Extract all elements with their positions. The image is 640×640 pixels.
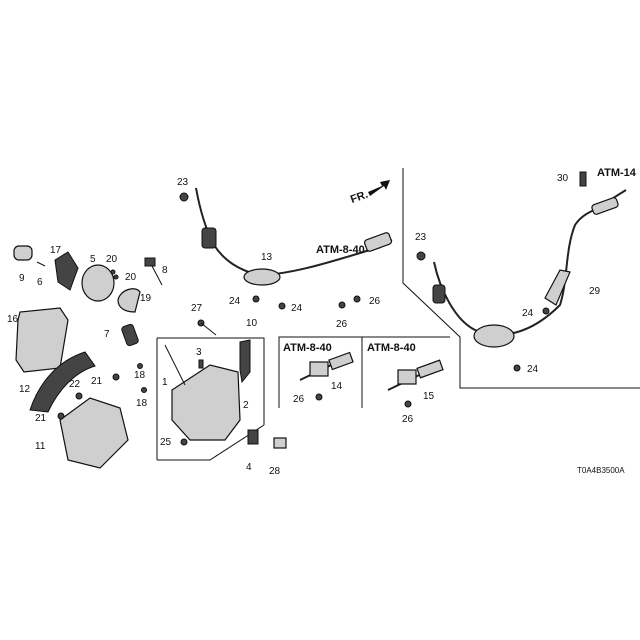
callout-27: 27 xyxy=(191,303,203,314)
callout-13: 13 xyxy=(261,252,273,263)
callout-1: 1 xyxy=(162,377,168,388)
callout-24: 24 xyxy=(291,303,303,314)
callout-atm-8-40: ATM-8-40 xyxy=(283,342,332,354)
callout-30: 30 xyxy=(557,173,569,184)
callout-28: 28 xyxy=(269,466,281,477)
callout-22: 22 xyxy=(69,379,81,390)
callout-24: 24 xyxy=(522,308,534,319)
callout-26: 26 xyxy=(369,296,381,307)
callout-21: 21 xyxy=(35,413,47,424)
callout-26: 26 xyxy=(336,319,348,330)
callout-23: 23 xyxy=(177,177,189,188)
callout-4: 4 xyxy=(246,462,252,473)
shifter-assembly-10 xyxy=(164,319,287,449)
callout-20: 20 xyxy=(106,254,118,265)
front-label: FR. xyxy=(349,189,370,206)
callout-atm-8-40: ATM-8-40 xyxy=(316,244,365,256)
callout-29: 29 xyxy=(589,286,601,297)
diagram-code: T0A4B3500A xyxy=(577,466,625,475)
callout-17: 17 xyxy=(50,245,62,256)
callout-14: 14 xyxy=(331,381,343,392)
front-arrow-icon xyxy=(368,180,390,196)
callout-24: 24 xyxy=(527,364,539,375)
callout-atm-14: ATM-14 xyxy=(597,167,637,179)
shift-cable-13 xyxy=(179,187,393,310)
callout-18: 18 xyxy=(134,370,146,381)
callout-21: 21 xyxy=(91,376,103,387)
callout-8: 8 xyxy=(162,265,168,276)
callout-7: 7 xyxy=(104,329,110,340)
callout-5: 5 xyxy=(90,254,96,265)
callout-10: 10 xyxy=(246,318,258,329)
callout-24: 24 xyxy=(229,296,241,307)
callout-2: 2 xyxy=(243,400,249,411)
callout-11: 11 xyxy=(35,441,46,452)
callout-26: 26 xyxy=(402,414,414,425)
callout-12: 12 xyxy=(19,384,31,395)
callout-18: 18 xyxy=(136,398,148,409)
callout-16: 16 xyxy=(7,314,19,325)
callout-23: 23 xyxy=(415,232,427,243)
callout-20: 20 xyxy=(125,272,137,283)
callout-15: 15 xyxy=(423,391,435,402)
cable-end-14 xyxy=(299,351,354,401)
callout-3: 3 xyxy=(196,347,202,358)
shift-knob-parts xyxy=(13,245,163,469)
shift-cable-29 xyxy=(416,171,627,372)
callout-19: 19 xyxy=(140,293,152,304)
callout-25: 25 xyxy=(160,437,172,448)
callout-9: 9 xyxy=(19,273,25,284)
callout-atm-8-40: ATM-8-40 xyxy=(367,342,416,354)
section-borders xyxy=(156,168,640,461)
callouts: 23 13 ATM-8-40 24 24 26 26 9 6 17 5 20 2… xyxy=(7,167,637,477)
cable-end-15 xyxy=(387,359,444,408)
callout-26: 26 xyxy=(293,394,305,405)
callout-6: 6 xyxy=(37,277,43,288)
